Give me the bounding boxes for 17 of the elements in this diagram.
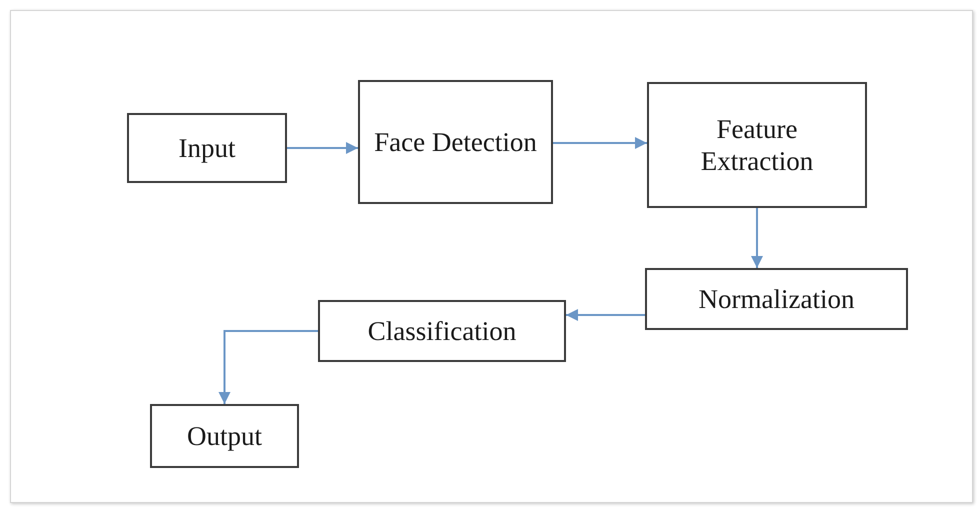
- arrow: [751, 208, 763, 268]
- process-box: [318, 300, 566, 362]
- arrow: [553, 137, 647, 149]
- process-box: [645, 268, 908, 330]
- box-label: Normalization: [698, 282, 854, 316]
- process-box: [150, 404, 299, 468]
- box-label: Input: [178, 132, 236, 164]
- process-box: [127, 113, 287, 183]
- arrow: [218, 330, 318, 404]
- box-label: Face Detection: [374, 126, 537, 158]
- box-label: Output: [186, 420, 262, 452]
- box-label: Classification: [368, 314, 516, 348]
- box-label: Feature Extraction: [700, 112, 814, 178]
- process-box: [358, 80, 553, 204]
- arrow: [287, 142, 358, 154]
- arrow: [566, 309, 645, 321]
- process-box: [647, 82, 867, 208]
